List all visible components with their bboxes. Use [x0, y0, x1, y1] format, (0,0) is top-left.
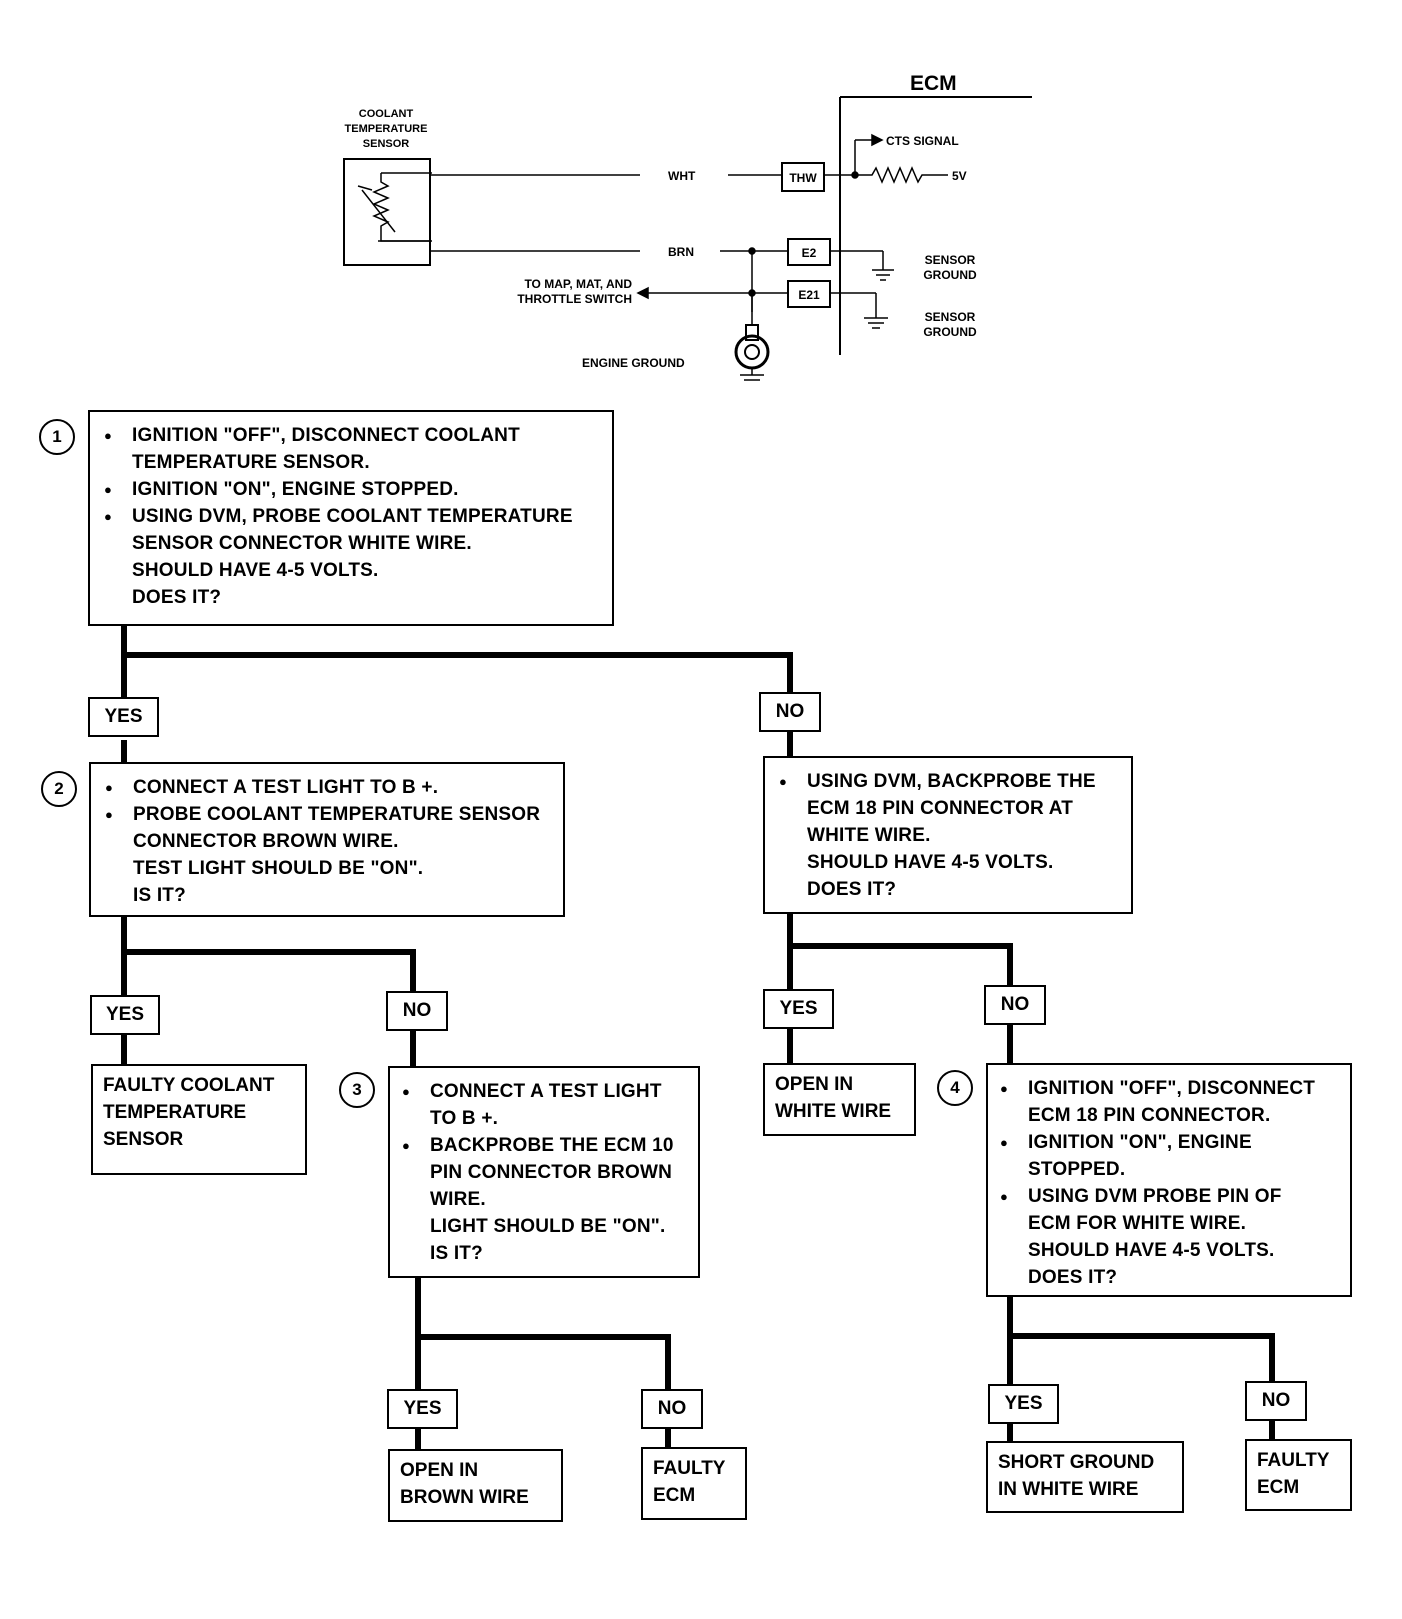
ecm-outline	[839, 96, 1032, 355]
step-2-item-2: PROBE COOLANT TEMPERATURE SENSORCONNECTO…	[99, 801, 555, 909]
step-1-item-2: IGNITION "ON", ENGINE STOPPED.	[98, 476, 604, 503]
brown-wire	[378, 240, 840, 325]
step-3-no-tag: NO	[641, 1389, 703, 1429]
step-3-number: 3	[339, 1072, 375, 1108]
engine-ground-symbol	[734, 324, 770, 381]
coolant-sensor-symbol	[343, 158, 432, 266]
ecm-check-yes-tag: YES	[763, 989, 834, 1029]
ecm-label: ECM	[910, 72, 957, 95]
e21-pin-box	[787, 280, 831, 308]
sensor-label-line-3: SENSOR	[363, 138, 410, 150]
step-2-box: CONNECT A TEST LIGHT TO B +. PROBE COOLA…	[89, 762, 565, 917]
e21-pin-label: E21	[798, 288, 820, 302]
engine-ground-label: ENGINE GROUND	[582, 356, 685, 370]
five-volt-label: 5V	[952, 169, 967, 183]
step-2-item-1: CONNECT A TEST LIGHT TO B +.	[99, 774, 555, 801]
cts-signal-label: CTS SIGNAL	[886, 134, 959, 148]
step-2-number: 2	[41, 771, 77, 807]
sensor-ground-1-line-1: SENSOR	[925, 253, 976, 267]
sensor-ground-symbols	[840, 250, 894, 329]
flowchart-connectors	[121, 625, 1275, 1450]
sensor-label-line-2: TEMPERATURE	[345, 123, 428, 135]
e2-pin-label: E2	[802, 246, 817, 260]
sensor-ground-1-line-2: GROUND	[923, 268, 977, 282]
to-map-label-line-2: THROTTLE SWITCH	[517, 292, 632, 306]
step-2-yes-tag: YES	[90, 995, 160, 1035]
cts-signal-circuit	[840, 133, 948, 184]
step-3-yes-tag: YES	[387, 1389, 458, 1429]
step-1-box: IGNITION "OFF", DISCONNECT COOLANTTEMPER…	[88, 410, 614, 626]
brn-label: BRN	[668, 245, 694, 259]
ecm-check-no-tag: NO	[984, 985, 1046, 1025]
sensor-ground-2-line-1: SENSOR	[925, 310, 976, 324]
e2-pin-box	[787, 238, 831, 266]
wht-label: WHT	[668, 169, 696, 183]
step-1-number: 1	[39, 419, 75, 455]
step-4-no-tag: NO	[1245, 1381, 1307, 1421]
step-1-item-3: USING DVM, PROBE COOLANT TEMPERATURESENS…	[98, 503, 604, 611]
step-2-no-tag: NO	[386, 991, 448, 1031]
to-map-label-line-1: TO MAP, MAT, AND	[524, 277, 632, 291]
step-1-no-tag: NO	[759, 692, 821, 732]
thw-pin-label: THW	[789, 171, 817, 185]
sensor-label-line-1: COOLANT	[359, 108, 414, 120]
thw-pin-box	[781, 162, 825, 192]
sensor-ground-2-line-2: GROUND	[923, 325, 977, 339]
step-1-item-1: IGNITION "OFF", DISCONNECT COOLANTTEMPER…	[98, 422, 604, 476]
step-4-yes-tag: YES	[988, 1384, 1059, 1424]
step-4-number: 4	[937, 1070, 973, 1106]
step-1-yes-tag: YES	[88, 697, 159, 737]
